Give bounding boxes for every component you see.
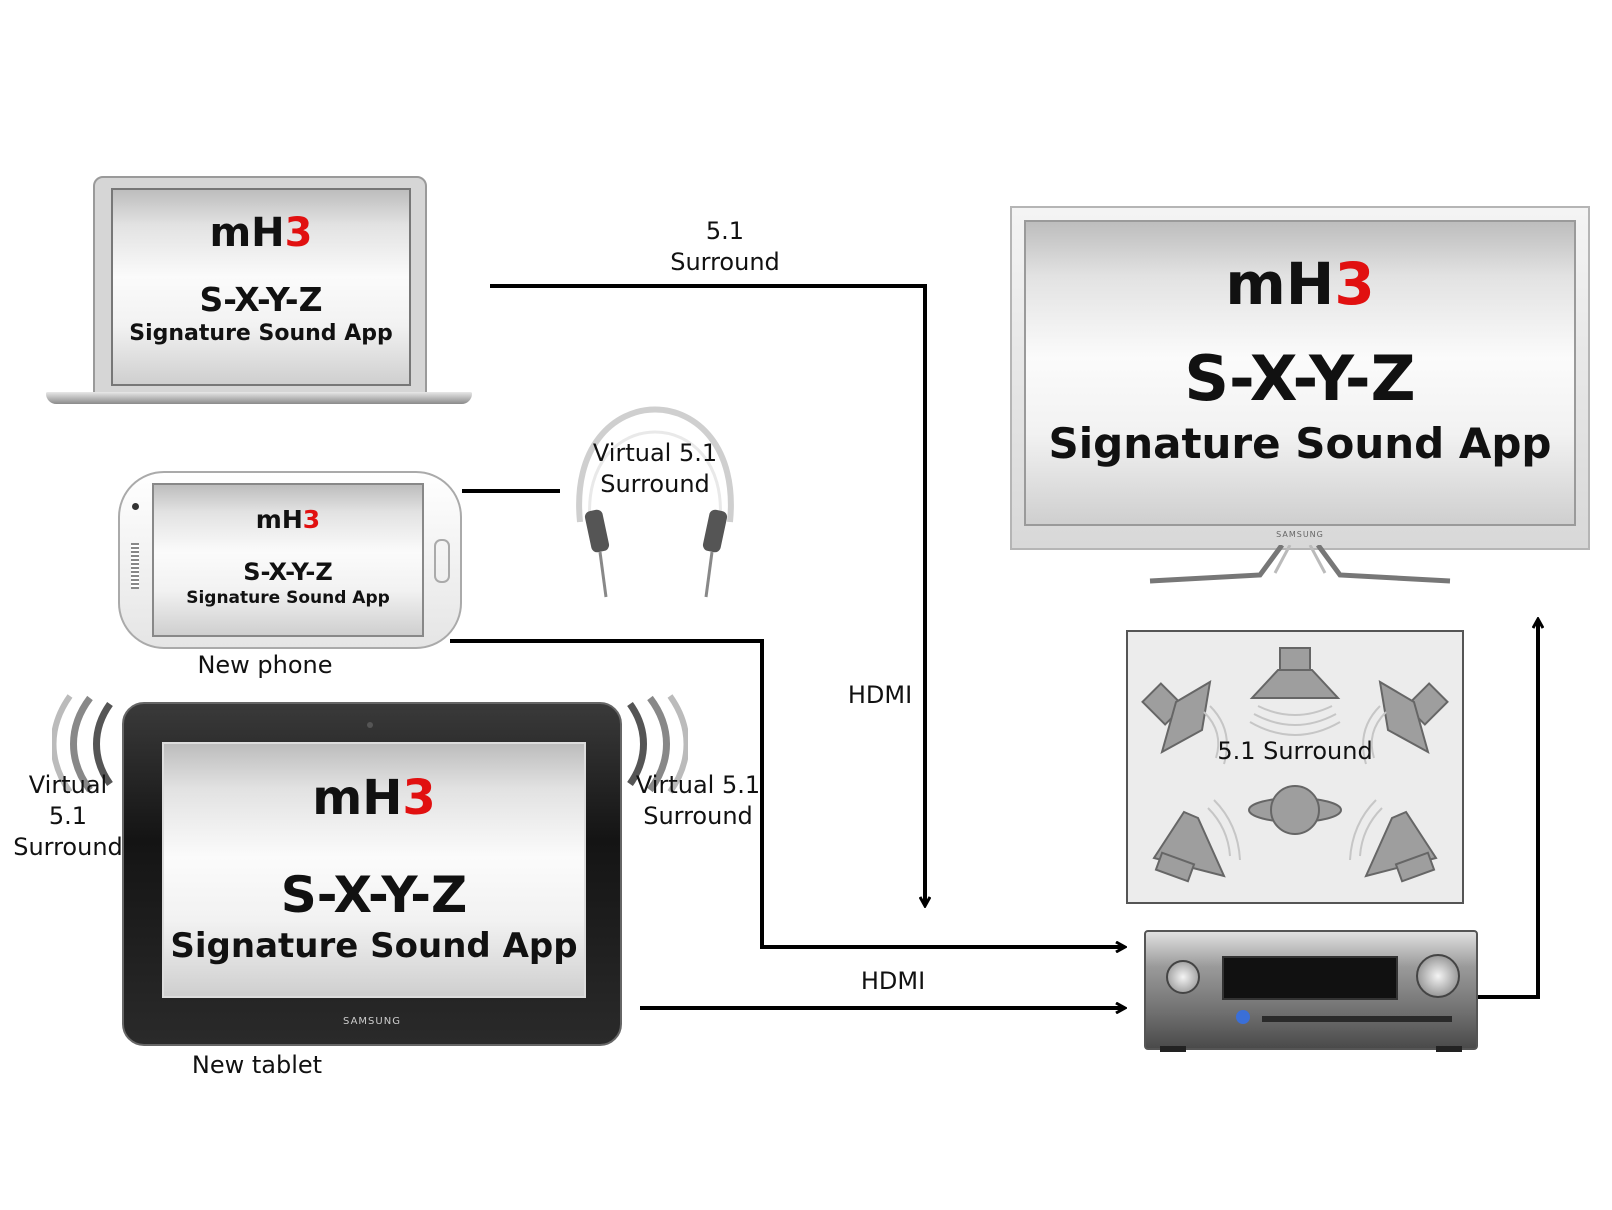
tablet-product: S-X-Y-Z [280,866,468,924]
tv: mH3 S-X-Y-Z Signature Sound App SAMSUNG [1010,206,1590,550]
tv-tagline: Signature Sound App [1048,419,1552,468]
tv-brand: SAMSUNG [1276,530,1324,539]
receiver-foot-left [1160,1046,1186,1052]
laptop-logo: mH3 [209,210,313,256]
tv-logo: mH3 [1225,250,1375,318]
laptop-screen: mH3 S-X-Y-Z Signature Sound App [111,188,411,386]
phone-camera-icon [132,503,139,510]
tablet-brand: SAMSUNG [343,1016,401,1027]
hdmi-vertical-label: HDMI [847,681,913,709]
laptop: mH3 S-X-Y-Z Signature Sound App [46,176,472,406]
laptop-tagline: Signature Sound App [129,321,393,346]
tv-screen: mH3 S-X-Y-Z Signature Sound App [1024,220,1576,526]
phone-home-button-icon [434,539,450,583]
phone-to-receiver-line [450,639,1124,947]
phone-label: New phone [197,651,333,679]
laptop-base [46,392,472,404]
laptop-product: S-X-Y-Z [199,280,323,319]
tablet-tagline: Signature Sound App [170,926,578,966]
receiver-to-tv-line [1474,620,1538,999]
tablet-sound-waves-right-icon [627,694,688,794]
speakers-label: 5.1 Surround [1217,737,1373,765]
tablet: mH3 S-X-Y-Z Signature Sound App SAMSUNG [122,702,622,1046]
receiver-display [1222,956,1398,1000]
tv-product: S-X-Y-Z [1184,342,1416,415]
laptop-to-receiver-line [490,284,925,905]
tv-stand [1149,545,1451,584]
headphones-icon [576,406,734,598]
tablet-label: New tablet [191,1051,323,1079]
receiver-foot-right [1436,1046,1462,1052]
receiver-volume-knob-right-icon [1416,954,1460,998]
phone-screen: mH3 S-X-Y-Z Signature Sound App [152,483,424,637]
phone-speaker-grille-icon [131,543,139,589]
hdmi-bottom-label: HDMI [860,967,926,995]
tablet-right-surround-label: Virtual 5.1 Surround [635,771,761,831]
laptop-surround-label: 5.1 Surround [670,217,780,277]
tablet-sound-waves-left-icon [52,694,113,794]
speakers-layout-icon [1141,647,1449,883]
speakers-panel: 5.1 Surround [1126,630,1464,904]
receiver-button-strip [1262,1016,1452,1022]
receiver-volume-knob-left-icon [1166,960,1200,994]
headphones-label: Virtual 5.1 Surround [592,439,718,499]
tablet-camera-icon [367,722,373,728]
phone-product: S-X-Y-Z [243,558,333,586]
phone-logo: mH3 [255,505,321,534]
receiver-input-light-icon [1236,1010,1250,1024]
tablet-left-surround-label: Virtual 5.1 Surround [13,771,123,862]
phone: mH3 S-X-Y-Z Signature Sound App [118,471,462,649]
av-receiver [1144,930,1478,1052]
phone-tagline: Signature Sound App [186,588,390,608]
tablet-logo: mH3 [312,770,436,826]
tablet-screen: mH3 S-X-Y-Z Signature Sound App [162,742,586,998]
